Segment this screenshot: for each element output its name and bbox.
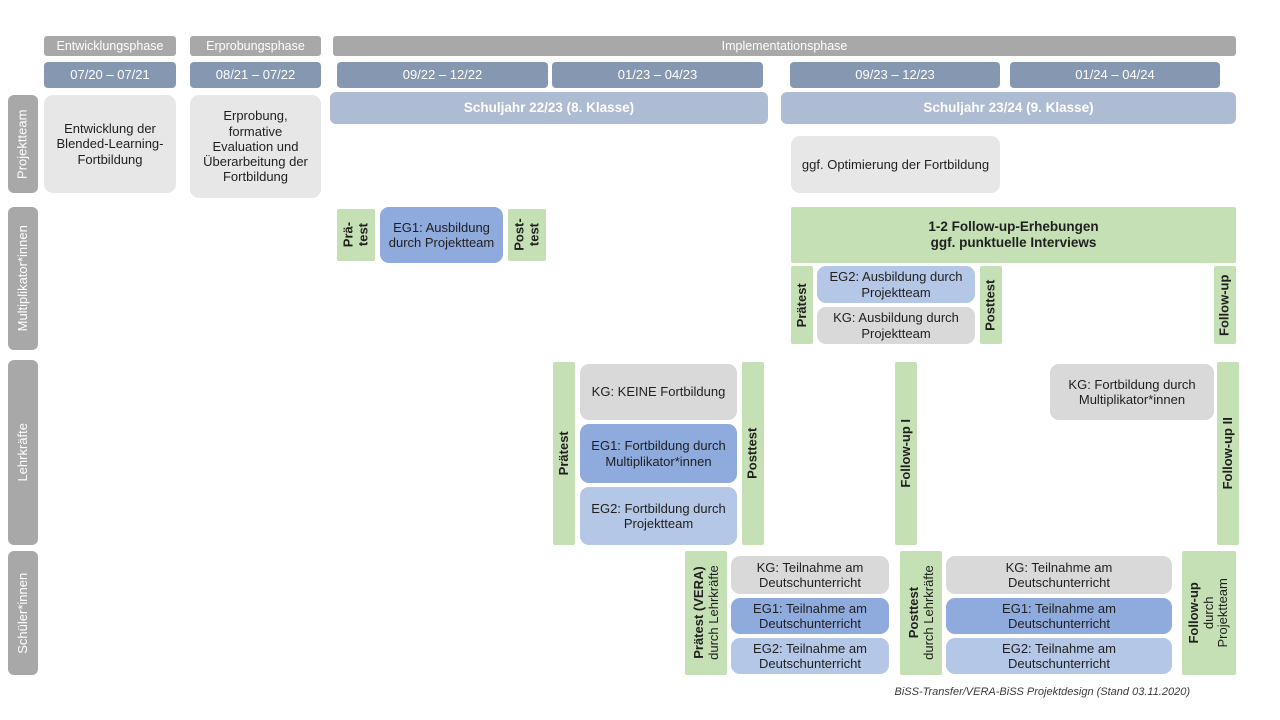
lehr-praetest-text: Prätest [555,431,571,476]
row-label-schueler-text: Schüler*innen [14,572,30,654]
period-bar-3: 09/22 – 12/22 [337,62,548,88]
mult-posttest2-label: Posttest [980,266,1002,344]
lehr-kg2-box: KG: Fortbildung durch Multiplikator*inne… [1050,364,1214,420]
schueler-praetest-text: Prätest (VERA) durch Lehrkräfte [690,565,721,661]
projektteam-erprobung-box: Erprobung, formative Evaluation und Über… [190,95,321,198]
lehr-followup1-text: Follow-up I [897,419,913,488]
schueler-kg1-box: KG: Teilnahme am Deutschunterricht [731,556,889,594]
mult-posttest-text: Post- test [511,218,541,252]
row-label-projektteam: Projektteam [8,95,38,193]
phase-bar-implementationsphase: Implementationsphase [333,36,1236,56]
mult-posttest-label: Post- test [508,209,546,261]
mult-followup-banner-line1: 1-2 Follow-up-Erhebungen [928,219,1099,235]
mult-praetest-line1: Prä- [340,222,356,248]
mult-kg-box: KG: Ausbildung durch Projektteam [817,307,975,344]
mult-praetest2-text: Prätest [793,282,809,328]
lehr-posttest-label: Posttest [742,362,764,545]
phase-bar-entwicklungsphase: Entwicklungsphase [44,36,176,56]
schueler-kg2-box: KG: Teilnahme am Deutschunterricht [946,556,1172,594]
row-label-lehrkraefte: Lehrkräfte [8,360,38,545]
mult-followup-banner-text: 1-2 Follow-up-Erhebungen ggf. punktuelle… [928,219,1098,251]
schueler-eg2-1-box: EG2: Teilnahme am Deutschunterricht [731,638,889,674]
schueler-followup-label: Follow-up durch Projektteam [1182,551,1236,675]
lehr-eg2-box: EG2: Fortbildung durch Projektteam [580,487,737,545]
mult-followup-banner: 1-2 Follow-up-Erhebungen ggf. punktuelle… [791,207,1236,263]
schueler-posttest-line2: durch Lehrkräfte [920,565,936,661]
row-label-schueler: Schüler*innen [8,551,38,675]
period-bar-6: 01/24 – 04/24 [1010,62,1220,88]
lehr-followup2-text: Follow-up II [1219,417,1235,490]
diagram-caption: BiSS-Transfer/VERA-BiSS Projektdesign (S… [894,686,1190,698]
row-label-multiplikatoren-text: Multiplikator*innen [14,225,30,332]
mult-eg2-box: EG2: Ausbildung durch Projektteam [817,266,975,303]
lehr-praetest-label: Prätest [553,362,575,545]
projektteam-optimierung-box: ggf. Optimierung der Fortbildung [791,136,1000,193]
row-label-multiplikatoren: Multiplikator*innen [8,207,38,350]
schueler-eg1-2-box: EG1: Teilnahme am Deutschunterricht [946,598,1172,634]
mult-praetest-line2: test [355,223,370,247]
mult-followup-banner-line2: ggf. punktuelle Interviews [930,235,1097,250]
lehr-eg1-box: EG1: Fortbildung durch Multiplikator*inn… [580,424,737,483]
mult-posttest-line2: test [526,223,541,247]
mult-eg1-box: EG1: Ausbildung durch Projektteam [380,207,503,263]
mult-followup-label: Follow-up [1214,266,1236,344]
lehr-posttest-text: Posttest [744,427,760,480]
mult-praetest2-label: Prätest [791,266,813,344]
period-bar-2: 08/21 – 07/22 [190,62,321,88]
schueler-eg1-1-box: EG1: Teilnahme am Deutschunterricht [731,598,889,634]
schueler-followup-text: Follow-up durch Projektteam [1186,578,1231,648]
row-label-projektteam-text: Projektteam [14,109,30,179]
schueler-followup-line2: durch Projektteam [1200,578,1231,648]
school-year-band-1: Schuljahr 22/23 (8. Klasse) [330,92,768,124]
lehr-followup2-label: Follow-up II [1217,362,1239,545]
schueler-praetest-line1: Prätest (VERA) [690,566,706,660]
mult-followup-text: Follow-up [1216,274,1232,336]
period-bar-1: 07/20 – 07/21 [44,62,176,88]
mult-praetest-text: Prä- test [340,218,370,252]
lehr-kg-box: KG: KEINE Fortbildung [580,364,737,420]
period-bar-5: 09/23 – 12/23 [790,62,1000,88]
lehr-followup1-label: Follow-up I [895,362,917,545]
school-year-band-2: Schuljahr 23/24 (9. Klasse) [781,92,1236,124]
schueler-praetest-label: Prätest (VERA) durch Lehrkräfte [685,551,727,675]
schueler-eg2-2-box: EG2: Teilnahme am Deutschunterricht [946,638,1172,674]
schueler-followup-line1: Follow-up [1186,582,1202,644]
mult-posttest-line1: Post- [511,218,527,252]
schueler-posttest-label: Posttest durch Lehrkräfte [900,551,942,675]
projektteam-entwicklung-box: Entwicklung der Blended-Learning-Fortbil… [44,95,176,193]
phase-bar-erprobungsphase: Erprobungsphase [190,36,321,56]
mult-praetest-label: Prä- test [337,209,375,261]
schueler-posttest-line1: Posttest [905,587,921,639]
period-bar-4: 01/23 – 04/23 [552,62,763,88]
mult-posttest2-text: Posttest [982,279,998,331]
row-label-lehrkraefte-text: Lehrkräfte [14,423,30,482]
schueler-praetest-line2: durch Lehrkräfte [705,565,721,661]
schueler-posttest-text: Posttest durch Lehrkräfte [905,565,936,661]
